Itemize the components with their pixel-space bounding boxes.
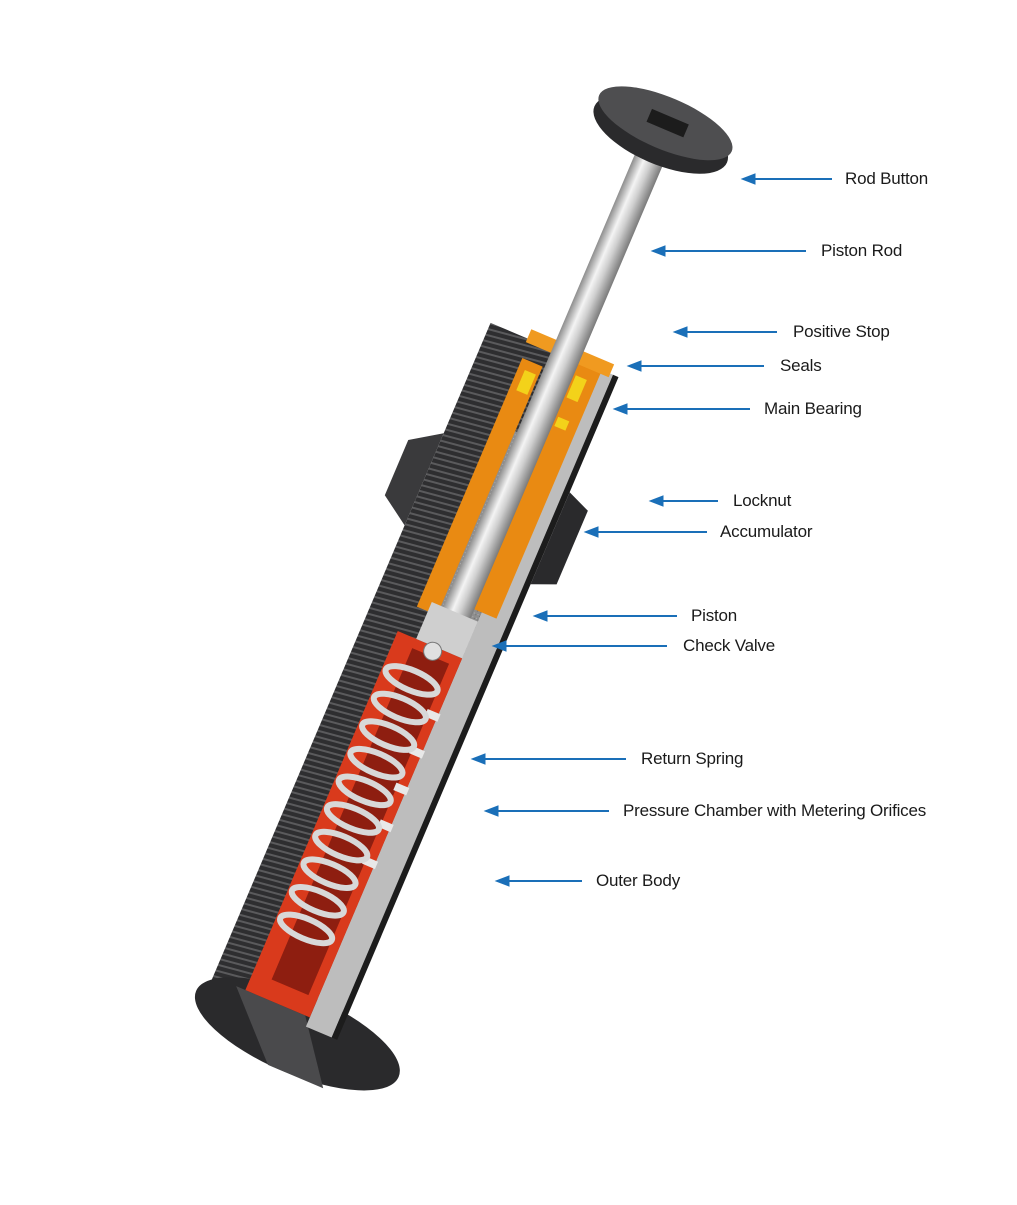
callout-label-main-bearing: Main Bearing: [764, 399, 862, 418]
callout-label-positive-stop: Positive Stop: [793, 322, 890, 341]
arrowhead-icon: [612, 403, 628, 415]
arrowhead-icon: [648, 495, 664, 507]
arrowhead-icon: [672, 326, 688, 338]
callout-label-pressure-chamber-with-metering-orifices: Pressure Chamber with Metering Orifices: [623, 801, 927, 820]
shock-absorber-body: [194, 86, 733, 1091]
arrowhead-icon: [483, 805, 499, 817]
seals: [516, 369, 536, 395]
main-bearing: [416, 358, 543, 616]
arrowhead-icon: [650, 245, 666, 257]
callout-label-piston-rod: Piston Rod: [821, 241, 903, 260]
arrowhead-icon: [740, 173, 756, 185]
arrowhead-icon: [583, 526, 599, 538]
callout-arrows: [470, 173, 832, 887]
callout-label-seals: Seals: [780, 356, 822, 375]
return-spring: [277, 663, 441, 947]
locknut-right: [530, 492, 588, 585]
callout-label-accumulator: Accumulator: [720, 522, 813, 541]
arrowhead-icon: [532, 610, 548, 622]
callout-label-check-valve: Check Valve: [683, 636, 775, 655]
arrowhead-icon: [494, 875, 510, 887]
arrowhead-icon: [470, 753, 486, 765]
outer-wall-cut: [305, 363, 613, 1038]
arrowhead-icon: [491, 640, 507, 652]
callout-label-return-spring: Return Spring: [641, 749, 744, 768]
arrowhead-icon: [626, 360, 642, 372]
callout-label-locknut: Locknut: [733, 491, 792, 510]
callout-label-outer-body: Outer Body: [596, 871, 680, 890]
callout-label-rod-button: Rod Button: [845, 169, 929, 188]
piston-rod: [435, 146, 666, 637]
locknut-left: [384, 433, 444, 526]
callout-label-piston: Piston: [691, 606, 738, 625]
check-valve: [423, 641, 443, 661]
